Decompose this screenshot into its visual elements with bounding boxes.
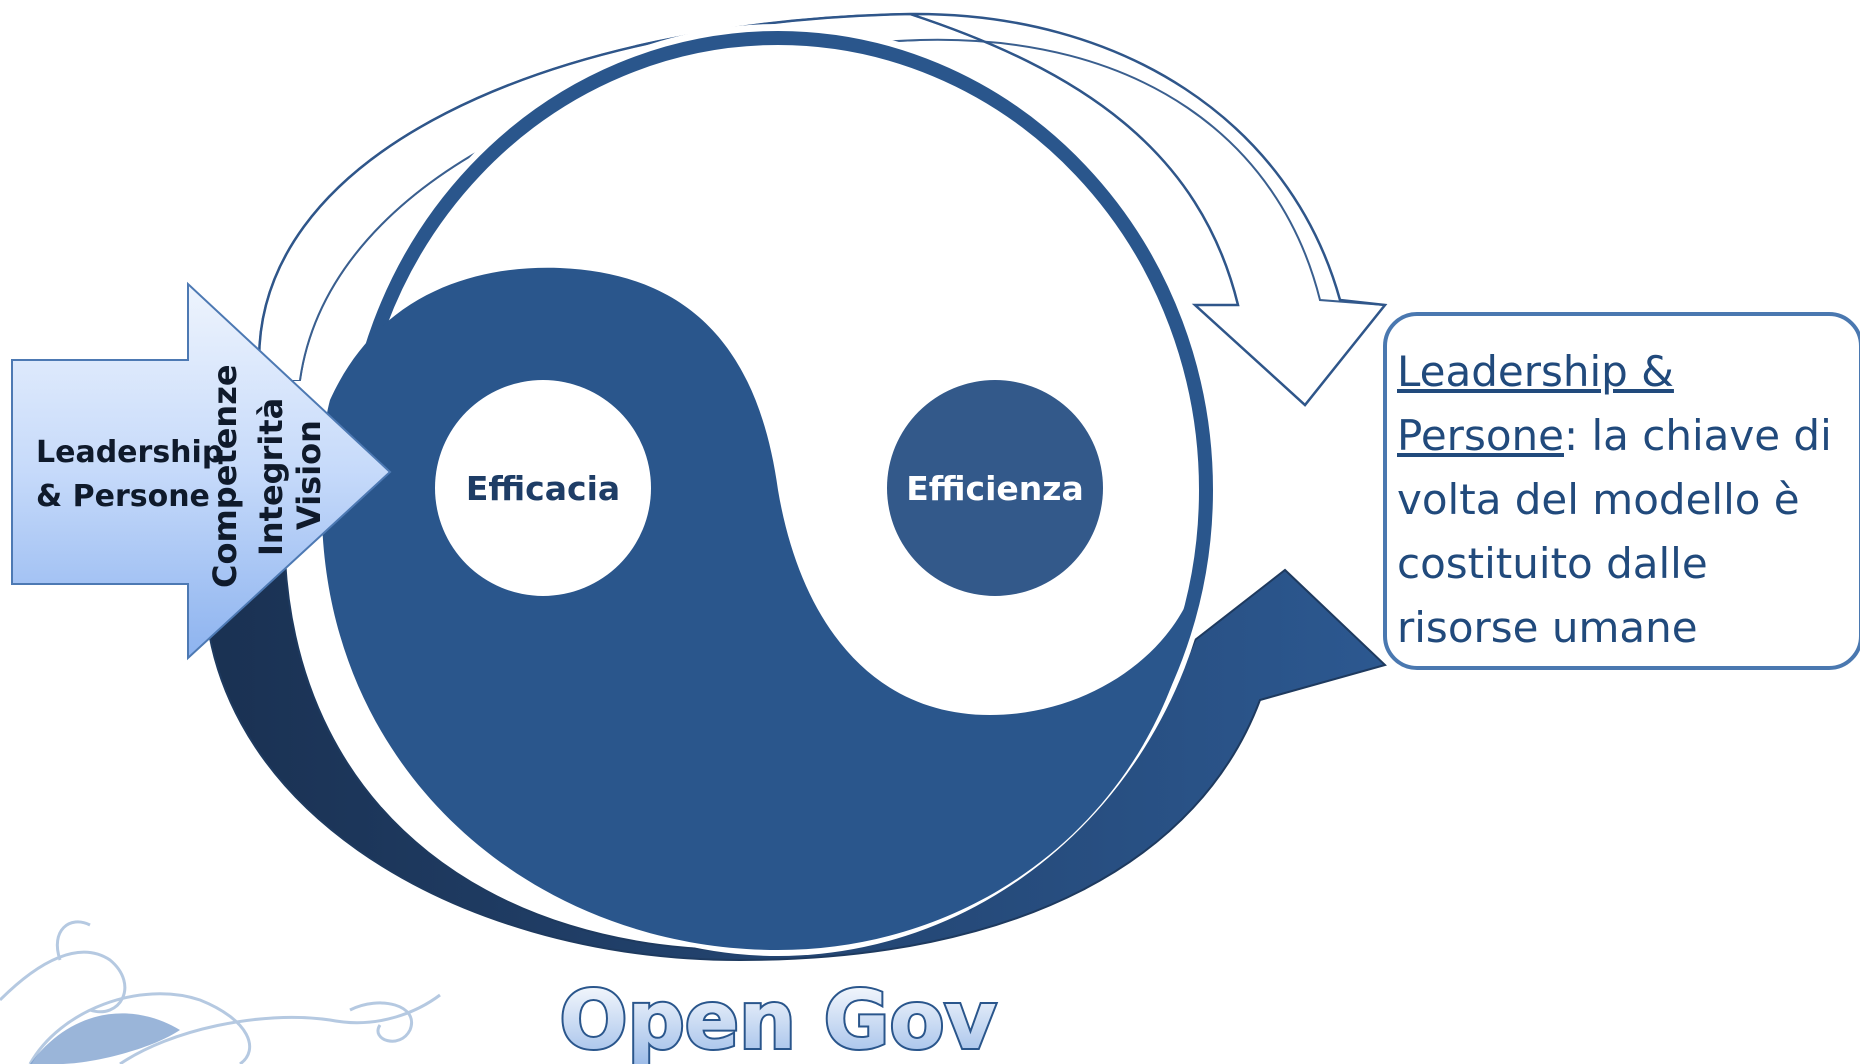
callout-line2-underlined: Persone bbox=[1397, 411, 1564, 460]
efficienza-label: Efficienza bbox=[906, 469, 1084, 508]
callout-line5: risorse umane bbox=[1397, 603, 1698, 652]
quality-integrita: Integrità bbox=[252, 398, 290, 556]
decorative-swirl bbox=[0, 920, 441, 1064]
efficienza-circle bbox=[887, 380, 1103, 596]
efficacia-circle bbox=[435, 380, 651, 596]
top-arrow-outline bbox=[257, 12, 1388, 407]
callout-line4: costituito dalle bbox=[1397, 539, 1708, 588]
callout-box: Leadership & Persone: la chiave di volta… bbox=[1383, 312, 1860, 670]
quality-vision: Vision bbox=[290, 420, 328, 530]
callout-line1: Leadership & bbox=[1397, 347, 1674, 396]
quality-competenze: Competenze bbox=[206, 364, 244, 588]
callout-line2-rest: : la chiave di bbox=[1563, 411, 1832, 460]
input-arrow-title-line1: Leadership bbox=[36, 435, 223, 470]
decorative-leaf bbox=[30, 1013, 180, 1064]
input-arrow-title-line2: & Persone bbox=[36, 479, 210, 514]
callout-line3: volta del modello è bbox=[1397, 475, 1800, 524]
efficacia-label: Efficacia bbox=[466, 469, 620, 508]
bottom-curved-arrow bbox=[203, 559, 1387, 962]
input-arrow bbox=[11, 281, 392, 661]
footer-title: Open Gov bbox=[559, 974, 996, 1064]
